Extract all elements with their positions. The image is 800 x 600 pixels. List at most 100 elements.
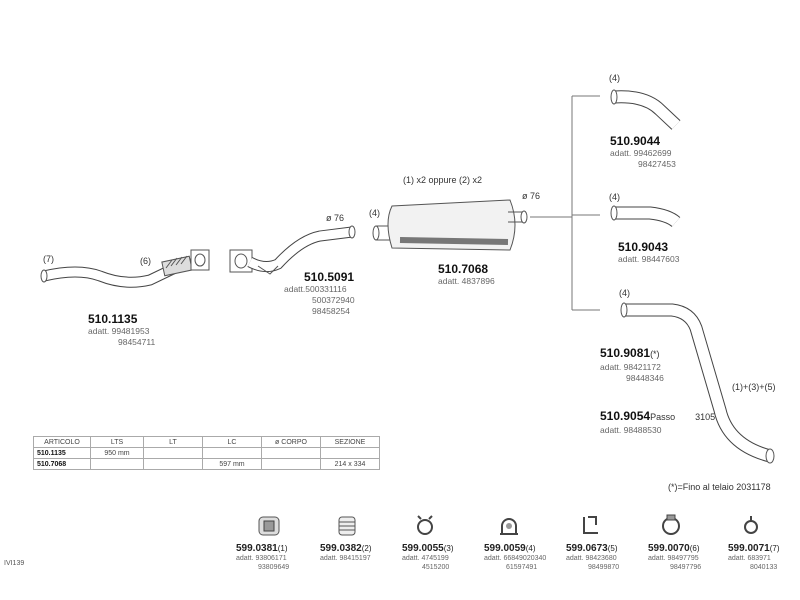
accessory-code: 599.0381 xyxy=(236,543,278,554)
accessory-ref: (2) xyxy=(361,544,372,553)
part-adatt-extra: 500372940 xyxy=(312,295,355,305)
spec-table: ARTICOLO LTS LT LC ø CORPO SEZIONE 510.1… xyxy=(33,436,380,470)
accessory-adatt-extra: 8040133 xyxy=(750,564,778,571)
part-code: 510.7068 xyxy=(438,262,489,276)
clamp-icon xyxy=(417,515,433,535)
accessory-code: 599.0382 xyxy=(320,543,362,554)
part-code: 510.5091 xyxy=(304,270,355,284)
table-cell xyxy=(261,458,321,470)
part-label-510-9081: 510.9081(*) adatt. 98421172 98448346 xyxy=(600,344,664,384)
part-adatt: adatt. 99481953 xyxy=(88,326,150,336)
part-adatt-extra: 98454711 xyxy=(118,337,156,347)
accessory-adatt: adatt. 98497795 xyxy=(648,555,699,562)
accessory-code: 599.0673 xyxy=(566,543,608,554)
accessory-ref: (4) xyxy=(525,544,536,553)
part-label-510-9044: 510.9044 adatt. 99462699 98427453 xyxy=(610,134,676,170)
accessory-599-0381: 599.0381(1) adatt. 93806171 93809649 xyxy=(236,514,321,572)
part-adatt: adatt. 98447603 xyxy=(618,254,680,264)
table-cell xyxy=(143,447,203,459)
ref-tag-7: (7) xyxy=(43,254,54,264)
accessory-599-0071: 599.0071(7) adatt. 683971 8040133 xyxy=(728,514,798,572)
column-header: SEZIONE xyxy=(320,436,380,448)
part-code: 510.9044 xyxy=(610,134,661,148)
part-adatt-extra: 98427453 xyxy=(638,159,676,169)
accessory-ref: (5) xyxy=(607,544,618,553)
part-code: 510.9043 xyxy=(618,240,669,254)
ref-tag-4: (4) xyxy=(609,73,620,83)
saddle-clamp-icon xyxy=(500,518,518,535)
front-pipe-510-1135 xyxy=(40,249,210,288)
passo-label: Passo xyxy=(650,412,676,422)
accessory-ref: (7) xyxy=(769,544,780,553)
intermediate-pipe-510-5091 xyxy=(229,225,356,275)
accessory-599-0059: 599.0059(4) adatt. 66849020340 61597491 xyxy=(484,514,569,572)
muffler-510-7068 xyxy=(372,199,528,251)
accessory-adatt-extra: 98497796 xyxy=(670,564,702,571)
part-adatt-extra: 98458254 xyxy=(312,306,350,316)
accessory-code: 599.0070 xyxy=(648,543,690,554)
part-label-510-5091: 510.5091 adatt.500331116 500372940 98458… xyxy=(284,270,355,317)
accessory-adatt-extra: 98499870 xyxy=(588,564,620,571)
ref-tag-4: (4) xyxy=(369,208,380,218)
column-header: ARTICOLO xyxy=(33,436,91,448)
accessory-code: 599.0059 xyxy=(484,543,526,554)
table-header-row: ARTICOLO LTS LT LC ø CORPO SEZIONE xyxy=(33,436,380,448)
table-cell xyxy=(90,458,144,470)
table-cell: 950 mm xyxy=(90,447,144,459)
accessory-adatt: adatt. 93806171 xyxy=(236,555,287,562)
part-label-510-7068: 510.7068 adatt. 4837896 xyxy=(438,262,495,287)
ref-tag-6: (6) xyxy=(140,256,151,266)
rubber-ring-icon xyxy=(338,516,356,536)
tail-pipe-510-9081 xyxy=(620,302,775,464)
column-header: ø CORPO xyxy=(261,436,321,448)
diameter-label: ø 76 xyxy=(326,213,345,223)
table-row: 510.7068 597 mm 214 x 334 xyxy=(33,458,380,470)
accessory-ref: (6) xyxy=(689,544,700,553)
diameter-label: ø 76 xyxy=(522,191,541,201)
page-code: IVI139 xyxy=(4,560,25,567)
table-cell: 510.1135 xyxy=(33,447,91,459)
bracket-icon xyxy=(583,516,598,534)
accessory-adatt: adatt. 66849020340 xyxy=(484,555,547,562)
band-clamp-icon xyxy=(662,514,680,535)
column-header: LTS xyxy=(90,436,144,448)
part-adatt: adatt.500331116 xyxy=(284,284,347,294)
table-cell xyxy=(202,447,262,459)
accessory-599-0070: 599.0070(6) adatt. 98497795 98497796 xyxy=(648,514,733,572)
table-row: 510.1135 950 mm xyxy=(33,447,380,459)
table-cell: 214 x 334 xyxy=(320,458,380,470)
rubber-mount-icon xyxy=(258,516,280,536)
part-code: 510.1135 xyxy=(88,312,138,326)
combo-tag: (1)+(3)+(5) xyxy=(732,382,776,392)
part-label-510-1135: 510.1135 adatt. 99481953 98454711 xyxy=(88,312,155,348)
note-marker: (*) xyxy=(650,349,660,359)
part-adatt: adatt. 4837896 xyxy=(438,276,495,286)
accessory-code: 599.0055 xyxy=(402,543,444,554)
table-cell xyxy=(261,447,321,459)
passo-value: 3105 xyxy=(695,412,716,422)
ref-tag-4: (4) xyxy=(619,288,630,298)
part-adatt: adatt. 99462699 xyxy=(610,148,672,158)
part-label-510-9043: 510.9043 adatt. 98447603 xyxy=(618,240,679,265)
ref-tag-4: (4) xyxy=(609,192,620,202)
accessory-599-0055: 599.0055(3) adatt. 4745199 4515200 xyxy=(402,514,487,572)
ring-clamp-icon xyxy=(744,516,758,534)
table-cell xyxy=(320,447,380,459)
footnote: (*)=Fino al telaio 2031178 xyxy=(668,482,771,492)
accessory-ref: (1) xyxy=(277,544,288,553)
accessory-code: 599.0071 xyxy=(728,543,770,554)
accessory-adatt: adatt. 98423680 xyxy=(566,555,617,562)
muffler-header: (1) x2 oppure (2) x2 xyxy=(403,175,483,185)
tail-pipe-510-9044 xyxy=(610,89,681,130)
column-header: LC xyxy=(202,436,262,448)
accessory-adatt-extra: 93809649 xyxy=(258,564,290,571)
part-code: 510.9081 xyxy=(600,346,651,360)
part-adatt: adatt. 98488530 xyxy=(600,425,662,435)
table-cell: 510.7068 xyxy=(33,458,91,470)
accessory-ref: (3) xyxy=(443,544,454,553)
table-cell: 597 mm xyxy=(202,458,262,470)
accessory-adatt: adatt. 4745199 xyxy=(402,555,449,562)
accessory-599-0382: 599.0382(2) adatt. 98415197 xyxy=(320,514,405,563)
